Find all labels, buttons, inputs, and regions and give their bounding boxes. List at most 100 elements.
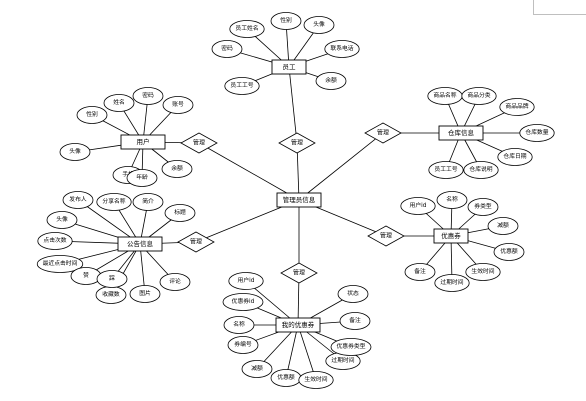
mycoupon-attribute-10-label: 备注 xyxy=(349,316,361,324)
notice-attribute-1: 发布人 xyxy=(62,191,94,209)
employee-attribute-4: 联系电话 xyxy=(324,40,360,58)
notice-attribute-1-shape xyxy=(62,191,94,209)
mycoupon-attribute-10: 备注 xyxy=(339,312,371,330)
mycoupon-attribute-5: 减额 xyxy=(241,360,273,378)
coupon-attribute-3-label: 券类型 xyxy=(474,202,492,210)
mycoupon-attribute-11: 状态 xyxy=(337,285,369,303)
coupon-attribute-1-label: 用户id xyxy=(410,201,427,209)
coupon-attribute-6-shape xyxy=(404,263,436,281)
notice-attribute-12-label: 评论 xyxy=(169,277,181,285)
user-attribute-7: 年龄 xyxy=(126,169,158,187)
user-attribute-5-label: 头像 xyxy=(69,147,81,155)
mycoupon-relation-diamond-shape xyxy=(280,262,318,284)
mycoupon-entity-box xyxy=(275,317,321,333)
notice-attribute-5: 头像 xyxy=(46,211,78,229)
notice-attribute-8-label: 赞 xyxy=(83,271,89,279)
employee-attribute-2-label: 性别 xyxy=(280,16,292,24)
mycoupon-attribute-1-shape xyxy=(228,272,264,290)
employee-attribute-6: 员工工号 xyxy=(224,77,260,95)
coupon-attribute-4-label: 减额 xyxy=(497,221,509,229)
user-attribute-6-label: 手机 xyxy=(122,170,134,178)
coupon-attribute-7-shape xyxy=(434,274,470,292)
warehouse-attribute-1: 商品名称 xyxy=(427,87,463,105)
coupon-attribute-7: 过期时间 xyxy=(434,274,470,292)
mycoupon-attribute-4: 券编号 xyxy=(227,336,259,354)
notice-attribute-7: 最近点击时间 xyxy=(36,255,84,273)
admin-info-entity: 管理员信息 xyxy=(276,192,322,208)
warehouse-attribute-4-shape xyxy=(519,124,555,142)
employee-attribute-2: 性别 xyxy=(270,12,302,30)
coupon-attribute-2-shape xyxy=(436,191,468,209)
notice-entity: 公告信息 xyxy=(117,236,163,252)
mycoupon-attribute-1: 用户id xyxy=(228,272,264,290)
coupon-relation-diamond: 管理 xyxy=(367,225,405,247)
mycoupon-entity-label: 我的优惠券 xyxy=(282,320,315,329)
notice-attribute-11: 踩 xyxy=(96,270,128,288)
line-mycoupon-attr-5 xyxy=(285,324,299,379)
notice-attribute-2: 分享名称 xyxy=(96,193,132,211)
notice-attribute-5-label: 头像 xyxy=(56,215,68,223)
employee-attribute-1-label: 员工姓名 xyxy=(235,24,258,32)
warehouse-attribute-3-shape xyxy=(499,98,535,116)
mycoupon-attribute-5-shape xyxy=(241,360,273,378)
mycoupon-attribute-9-label: 优惠券类型 xyxy=(337,342,366,350)
notice-relation-diamond-shape xyxy=(177,231,215,253)
warehouse-attribute-1-label: 商品名称 xyxy=(433,91,456,99)
mycoupon-attribute-8: 过期时间 xyxy=(325,352,361,370)
employee-entity-label: 员工 xyxy=(283,63,297,71)
coupon-attribute-5-label: 优惠额 xyxy=(500,247,518,255)
employee-attribute-4-label: 联系电话 xyxy=(330,44,353,52)
warehouse-attribute-7-label: 仓库说明 xyxy=(469,165,492,173)
user-attribute-4-label: 性别 xyxy=(86,110,98,118)
coupon-attribute-3: 券类型 xyxy=(467,198,499,216)
employee-attribute-5-shape xyxy=(315,72,347,90)
notice-attribute-2-shape xyxy=(96,193,132,211)
employee-relation-diamond-shape xyxy=(278,132,316,154)
user-attribute-5-shape xyxy=(59,143,91,161)
warehouse-attribute-7-shape xyxy=(463,161,499,179)
mycoupon-relation-diamond: 管理 xyxy=(280,262,318,284)
coupon-attribute-5: 优惠额 xyxy=(493,243,525,261)
warehouse-attribute-4: 仓库数量 xyxy=(519,124,555,142)
coupon-attribute-3-shape xyxy=(467,198,499,216)
mycoupon-attribute-3: 名称 xyxy=(223,316,255,334)
coupon-attribute-6: 备注 xyxy=(404,263,436,281)
coupon-relation-diamond-shape xyxy=(367,225,405,247)
mycoupon-attribute-3-label: 名称 xyxy=(233,320,245,328)
mycoupon-attribute-9: 优惠券类型 xyxy=(330,338,372,356)
mycoupon-attribute-7: 生效时间 xyxy=(298,371,334,389)
employee-attribute-5-label: 余额 xyxy=(325,76,337,84)
mycoupon-attribute-5-label: 减额 xyxy=(251,364,263,372)
user-entity-label: 用户 xyxy=(137,137,150,146)
notice-relation-diamond-label: 管理 xyxy=(190,238,202,246)
user-entity: 用户 xyxy=(120,134,166,150)
user-attribute-8: 余额 xyxy=(161,160,193,178)
notice-attribute-3-shape xyxy=(132,193,164,211)
warehouse-attribute-6: 员工工号 xyxy=(428,161,464,179)
notice-attribute-6-shape xyxy=(37,232,73,250)
coupon-attribute-8-label: 生效时间 xyxy=(471,267,494,275)
employee-entity: 员工 xyxy=(271,59,307,75)
admin-info-entity-box xyxy=(276,192,322,208)
user-attribute-7-shape xyxy=(126,169,158,187)
mycoupon-attribute-9-shape xyxy=(330,338,372,356)
notice-attribute-9: 收藏数 xyxy=(95,286,127,304)
employee-attribute-6-shape xyxy=(224,77,260,95)
user-relation-diamond-label: 管理 xyxy=(193,139,205,147)
warehouse-entity: 仓库信息 xyxy=(438,125,484,141)
notice-attribute-11-label: 踩 xyxy=(109,275,115,282)
warehouse-attribute-7: 仓库说明 xyxy=(463,161,499,179)
user-attribute-1-shape xyxy=(103,94,135,112)
user-attribute-3: 账号 xyxy=(162,96,194,114)
user-attribute-1: 姓名 xyxy=(103,94,135,112)
employee-attribute-3-label: 头像 xyxy=(313,20,325,28)
employee-attribute-7: 密码 xyxy=(211,40,243,58)
employee-attribute-5: 余额 xyxy=(315,72,347,90)
employee-attribute-7-label: 密码 xyxy=(221,44,233,52)
employee-relation-diamond: 管理 xyxy=(278,132,316,154)
employee-relation-diamond-label: 管理 xyxy=(291,139,303,147)
mycoupon-attribute-1-label: 用户id xyxy=(238,276,255,284)
user-attribute-2-label: 密码 xyxy=(142,91,154,99)
user-entity-box xyxy=(120,134,166,150)
notice-attribute-5-shape xyxy=(46,211,78,229)
